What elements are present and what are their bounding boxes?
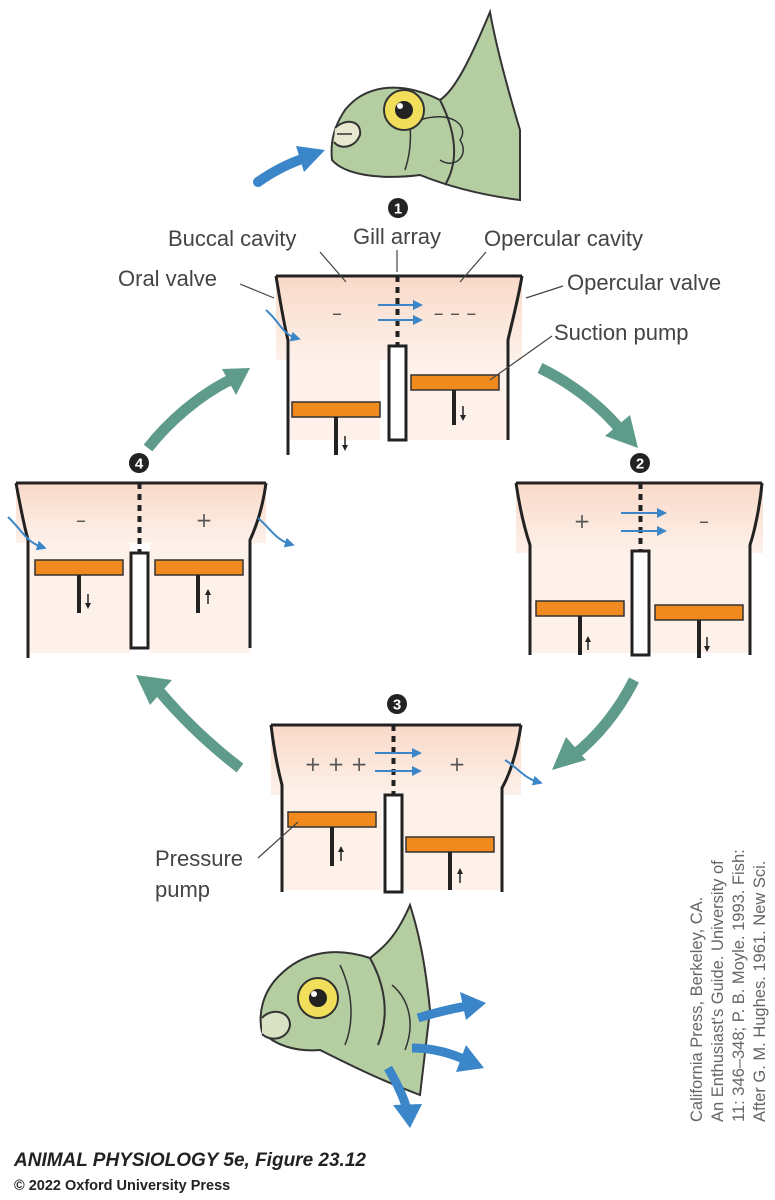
step-3-buccal-pressure: + + + — [305, 752, 368, 776]
step-2-opercular-pressure: – — [699, 509, 709, 533]
step-3-badge — [387, 694, 407, 714]
step-1-number: 1 — [394, 201, 402, 218]
step-1-opercular-pressure: – – – — [434, 301, 477, 325]
label-opercular-valve: Opercular valve — [567, 270, 721, 295]
credit-line-1: After G. M. Hughes. 1961. New Sci. — [751, 861, 769, 1122]
step-2-badge — [630, 453, 650, 473]
label-pressure-pump-line1: Pressure — [155, 846, 243, 871]
step-3-number: 3 — [393, 697, 401, 714]
step-1-badge — [388, 198, 408, 218]
step-4-opercular-pressure: + — [196, 508, 213, 532]
label-pressure-pump-line2: pump — [155, 877, 210, 902]
label-suction-pump: Suction pump — [554, 320, 689, 345]
step-3-opercular-pressure: + — [449, 752, 466, 776]
water-inflow-arrowhead — [296, 146, 325, 172]
fish-outflow-illustration — [259, 902, 432, 1097]
credit-line-4: California Press, Berkeley, CA. — [688, 897, 706, 1122]
label-oral-valve: Oral valve — [118, 266, 217, 291]
fish-intake-illustration — [330, 8, 521, 202]
source-credit: After G. M. Hughes. 1961. New Sci. 11: 3… — [688, 849, 769, 1122]
stage-3-diagram: 3 + + + + Pressure pump — [155, 694, 543, 902]
step-4-number: 4 — [135, 456, 144, 473]
stage-4-diagram: 4 – + — [7, 453, 295, 658]
cycle-arrows — [136, 363, 639, 773]
step-2-buccal-pressure: + — [574, 509, 591, 533]
suction-pump-piston — [410, 374, 500, 391]
label-buccal-cavity: Buccal cavity — [168, 226, 296, 251]
credit-line-3: An Enthusiast's Guide. University of — [709, 860, 727, 1122]
stage-1-diagram: 1 – – – – — [265, 198, 524, 455]
water-inflow-arrow — [253, 152, 313, 187]
step-4-buccal-pressure: – — [76, 508, 86, 532]
step-4-badge — [129, 453, 149, 473]
label-gill-array: Gill array — [353, 224, 441, 249]
anatomy-labels: Buccal cavity Gill array Opercular cavit… — [118, 224, 721, 381]
water-outflow-arrows — [384, 992, 486, 1128]
step-2-number: 2 — [636, 456, 644, 473]
figure-caption-title: ANIMAL PHYSIOLOGY 5e, Figure 23.12 — [13, 1150, 366, 1171]
step-1-buccal-pressure: – — [332, 301, 342, 325]
credit-line-2: 11: 346–348; P. B. Moyle. 1993. Fish: — [730, 849, 748, 1122]
label-opercular-cavity: Opercular cavity — [484, 226, 643, 251]
buccal-piston — [291, 401, 381, 418]
stage-2-diagram: 2 + – — [514, 453, 764, 658]
figure-caption-copyright: © 2022 Oxford University Press — [14, 1178, 230, 1194]
pressure-pump-piston — [287, 811, 377, 828]
